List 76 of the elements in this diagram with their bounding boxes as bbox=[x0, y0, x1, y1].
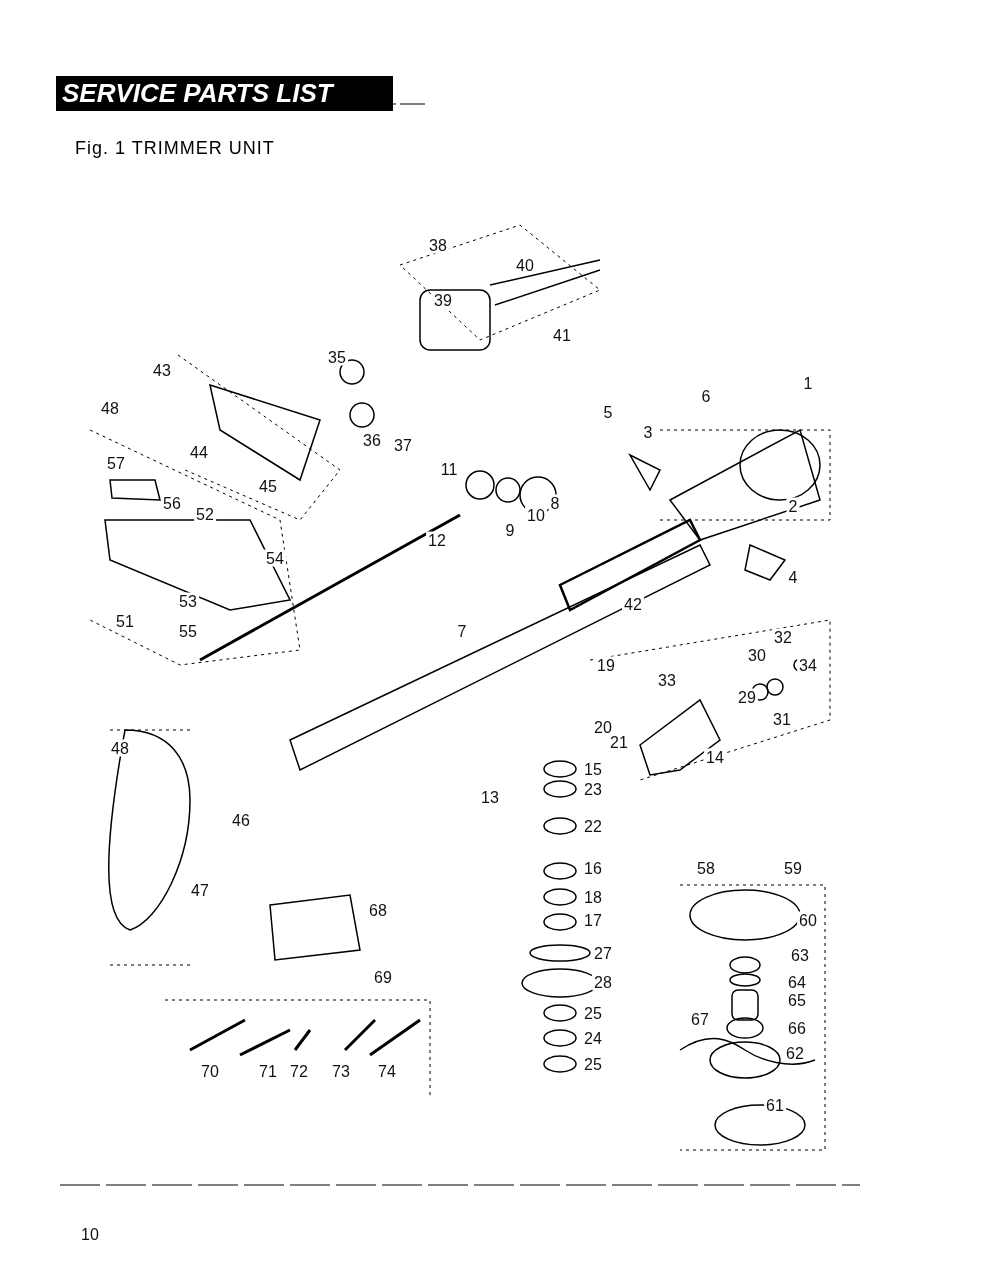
callout-number: 43 bbox=[151, 361, 173, 379]
callout-number: 65 bbox=[786, 991, 808, 1009]
callout-number: 58 bbox=[695, 859, 717, 877]
callout-number: 64 bbox=[786, 973, 808, 991]
callout-number: 56 bbox=[161, 494, 183, 512]
callout-number: 8 bbox=[548, 494, 562, 512]
callout-number: 57 bbox=[105, 454, 127, 472]
callout-number: 37 bbox=[392, 436, 414, 454]
callout-number: 1 bbox=[801, 374, 815, 392]
callout-number: 39 bbox=[432, 291, 454, 309]
callout-number: 2 bbox=[786, 497, 800, 515]
callout-number: 48 bbox=[109, 739, 131, 757]
callout-number: 67 bbox=[689, 1010, 711, 1028]
callout-number: 4 bbox=[786, 568, 800, 586]
callout-number: 18 bbox=[582, 888, 604, 906]
callout-number: 61 bbox=[764, 1096, 786, 1114]
page-heading: SERVICE PARTS LIST bbox=[56, 76, 393, 111]
callout-number: 72 bbox=[288, 1062, 310, 1080]
callout-number: 12 bbox=[426, 531, 448, 549]
callout-number: 69 bbox=[372, 968, 394, 986]
callout-number: 32 bbox=[772, 628, 794, 646]
callout-number: 74 bbox=[376, 1062, 398, 1080]
callout-number: 46 bbox=[230, 811, 252, 829]
callout-number: 51 bbox=[114, 612, 136, 630]
callout-number: 53 bbox=[177, 592, 199, 610]
callout-number: 38 bbox=[427, 236, 449, 254]
callout-number: 16 bbox=[582, 859, 604, 877]
callout-number: 35 bbox=[326, 348, 348, 366]
callout-number: 36 bbox=[361, 431, 383, 449]
callout-number: 54 bbox=[264, 549, 286, 567]
callout-number: 44 bbox=[188, 443, 210, 461]
callout-number: 6 bbox=[699, 387, 713, 405]
callout-number: 23 bbox=[582, 780, 604, 798]
callout-number: 19 bbox=[595, 656, 617, 674]
callout-number: 31 bbox=[771, 710, 793, 728]
callout-number: 27 bbox=[592, 944, 614, 962]
callout-number: 3 bbox=[641, 423, 655, 441]
callout-number: 33 bbox=[656, 671, 678, 689]
callout-number: 28 bbox=[592, 973, 614, 991]
callout-number: 10 bbox=[525, 506, 547, 524]
callout-number: 15 bbox=[582, 760, 604, 778]
callout-number: 42 bbox=[622, 595, 644, 613]
callout-number: 24 bbox=[582, 1029, 604, 1047]
callout-number: 20 bbox=[592, 718, 614, 736]
callout-number: 62 bbox=[784, 1044, 806, 1062]
callout-number: 25 bbox=[582, 1004, 604, 1022]
callout-number: 7 bbox=[455, 622, 469, 640]
callout-number: 63 bbox=[789, 946, 811, 964]
callout-number: 48 bbox=[99, 399, 121, 417]
callout-number: 66 bbox=[786, 1019, 808, 1037]
callout-number: 68 bbox=[367, 901, 389, 919]
callout-number: 59 bbox=[782, 859, 804, 877]
callout-number: 22 bbox=[582, 817, 604, 835]
callout-number: 41 bbox=[551, 326, 573, 344]
callout-number: 21 bbox=[608, 733, 630, 751]
callout-number: 70 bbox=[199, 1062, 221, 1080]
figure-title: Fig. 1 TRIMMER UNIT bbox=[75, 138, 275, 159]
callout-number: 25 bbox=[582, 1055, 604, 1073]
callout-number: 52 bbox=[194, 505, 216, 523]
callout-number: 73 bbox=[330, 1062, 352, 1080]
callout-number: 29 bbox=[736, 688, 758, 706]
callout-number: 30 bbox=[746, 646, 768, 664]
callout-number: 45 bbox=[257, 477, 279, 495]
callout-number: 34 bbox=[797, 656, 819, 674]
page-number: 10 bbox=[79, 1225, 101, 1243]
callout-number: 47 bbox=[189, 881, 211, 899]
callout-number: 5 bbox=[601, 403, 615, 421]
callout-number: 55 bbox=[177, 622, 199, 640]
callout-number: 13 bbox=[479, 788, 501, 806]
callout-number: 11 bbox=[438, 460, 460, 478]
callout-number: 60 bbox=[797, 911, 819, 929]
callout-number: 14 bbox=[704, 748, 726, 766]
callout-number: 40 bbox=[514, 256, 536, 274]
callout-number: 71 bbox=[257, 1062, 279, 1080]
callout-number: 17 bbox=[582, 911, 604, 929]
callout-number: 9 bbox=[503, 521, 517, 539]
